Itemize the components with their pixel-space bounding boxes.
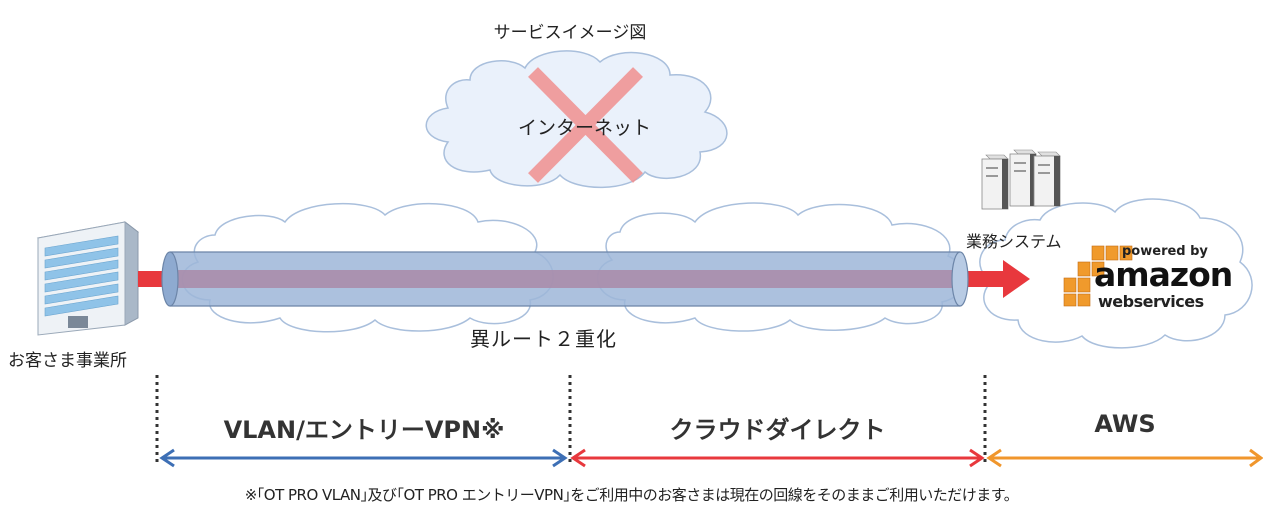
section-label-aws: AWS bbox=[1094, 410, 1156, 438]
section-arrow-vlan bbox=[159, 448, 568, 468]
servers-icon bbox=[981, 149, 1061, 210]
aws-logo-top: powered by bbox=[1122, 244, 1208, 259]
internet-label: インターネット bbox=[518, 117, 652, 139]
office-label: お客さま事業所 bbox=[8, 351, 127, 371]
route-label: 異ルート２重化 bbox=[470, 327, 617, 351]
section-dividers bbox=[155, 375, 987, 465]
section-arrow-cloud-direct bbox=[570, 448, 985, 468]
office-building-icon bbox=[36, 220, 140, 336]
section-label-vlan: VLAN/エントリーVPN※ bbox=[223, 416, 505, 444]
section-arrow-aws bbox=[986, 448, 1263, 468]
aws-connector-arrow bbox=[965, 260, 1030, 298]
aws-logo-bottom: webservices bbox=[1098, 292, 1204, 311]
footnote: ※｢OT PRO VLAN｣及び｢OT PRO エントリーVPN｣をご利用中のお… bbox=[244, 486, 1019, 504]
aws-cubes-icon bbox=[1063, 245, 1133, 307]
aws-logo-middle: amazon bbox=[1094, 255, 1233, 294]
diagram-title: サービスイメージ図 bbox=[493, 23, 647, 43]
dual-route-pipe bbox=[161, 251, 969, 307]
blocked-cross-icon bbox=[528, 67, 643, 183]
business-system-label: 業務システム bbox=[966, 232, 1062, 251]
section-label-cloud-direct: クラウドダイレクト bbox=[669, 416, 886, 444]
